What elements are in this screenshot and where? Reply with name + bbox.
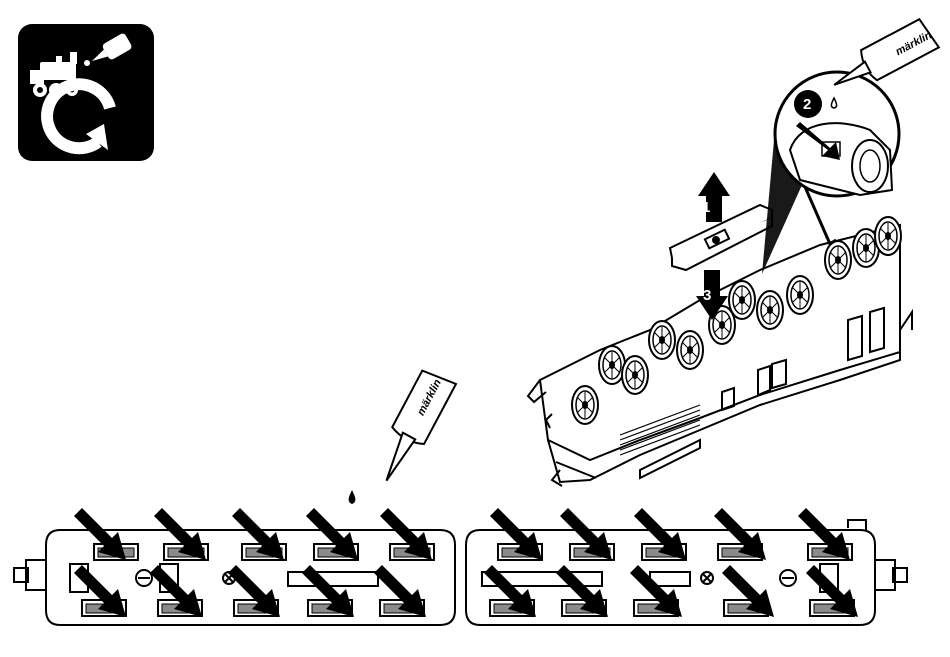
locomotive-chassis — [528, 225, 912, 486]
step-3-label: 3 — [703, 287, 711, 304]
chassis-bottom-view — [14, 520, 907, 625]
step-1-label: 1 — [702, 199, 710, 216]
step-1-arrow: 1 — [698, 172, 730, 222]
oil-bottle-middle: märklin — [349, 367, 456, 504]
maintenance-lubrication-icon — [18, 24, 154, 161]
step-2-label: 2 — [803, 96, 811, 113]
